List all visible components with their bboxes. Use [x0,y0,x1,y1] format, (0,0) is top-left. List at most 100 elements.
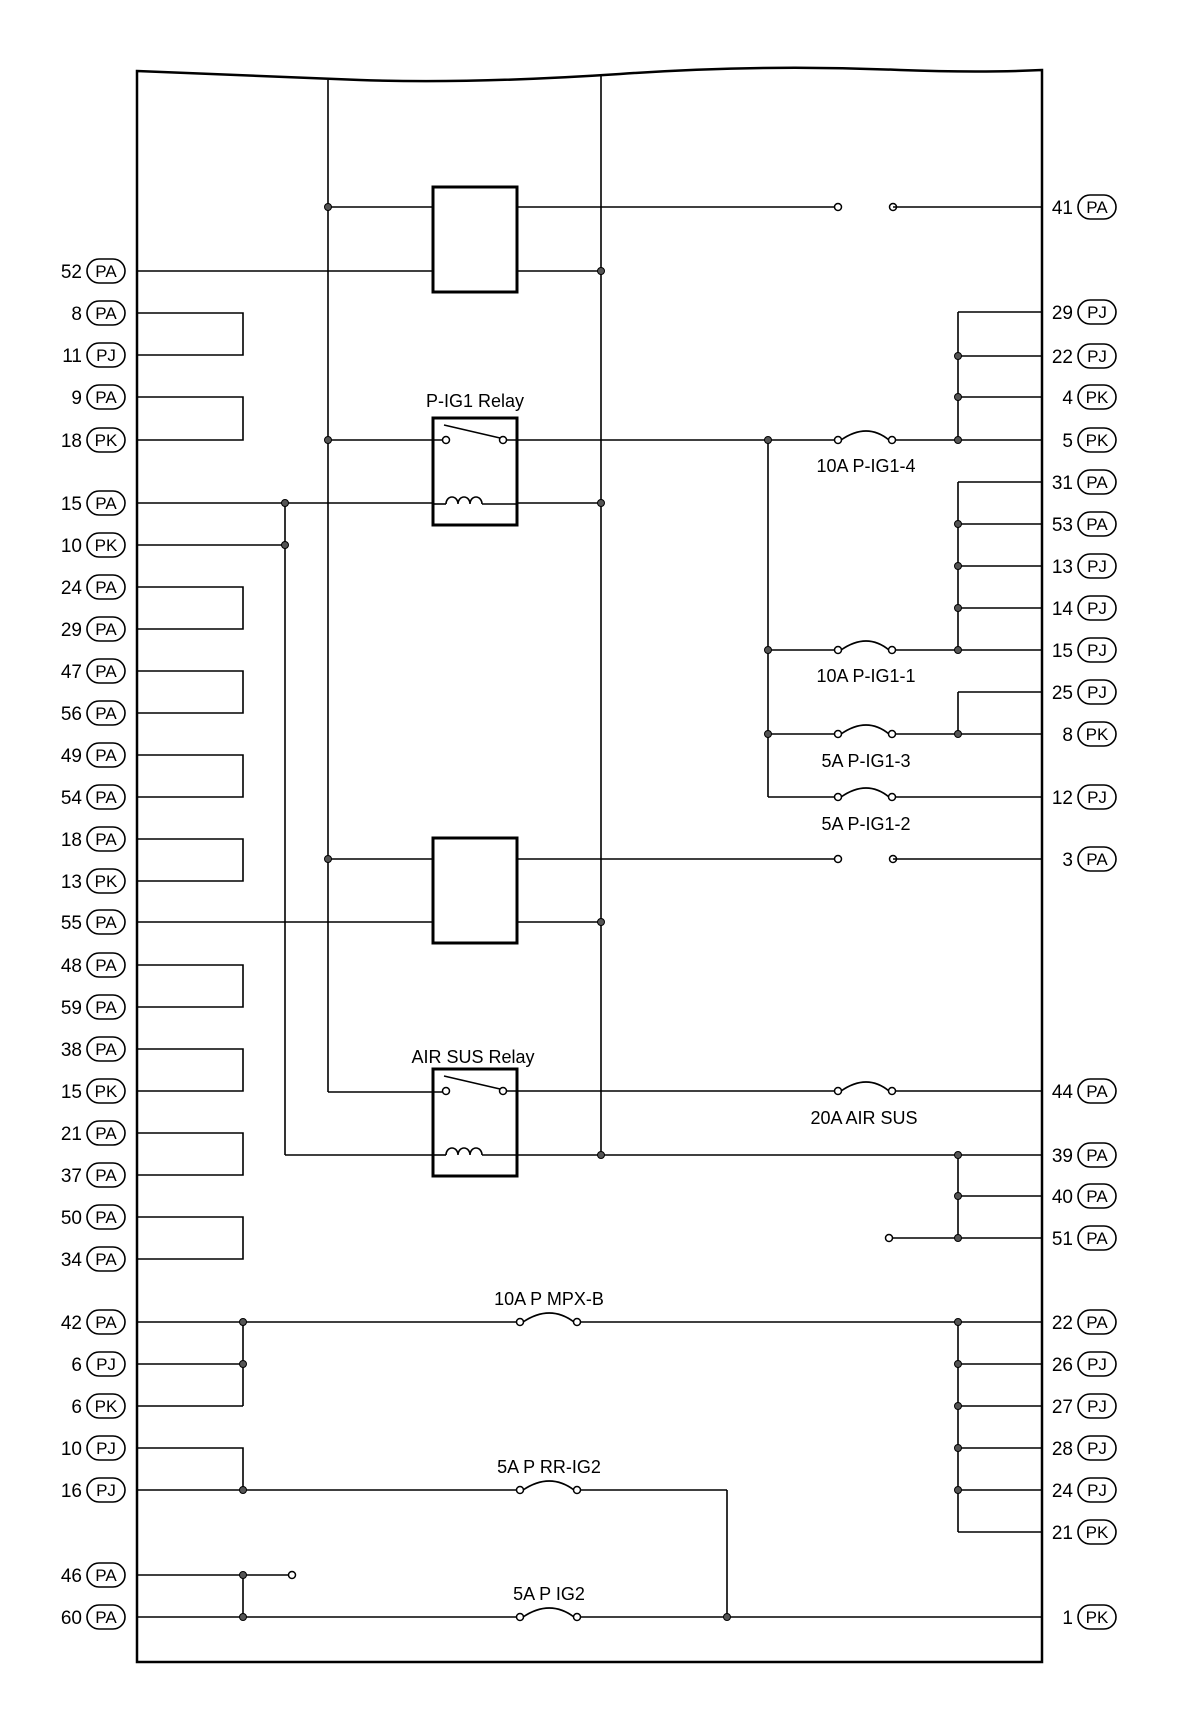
pin-number: 16 [61,1481,82,1502]
connector-id: PJ [1087,641,1107,660]
pin-number: 53 [1052,515,1073,536]
air-sus-relay-label: AIR SUS Relay [411,1047,534,1067]
pin-number: 18 [61,431,82,452]
connector-id: PJ [96,1481,116,1500]
connector-badge [86,784,126,810]
p-ig1-relay-box [431,416,519,527]
connector-id: PA [95,1124,117,1143]
pin-number: 38 [61,1040,82,1061]
fuse-label-5a-p-rr-ig2: 5A P RR-IG2 [497,1457,601,1477]
connector-badge [86,952,126,978]
connector-id: PJ [1087,1439,1107,1458]
left-pin-label: 16 PJ [61,1477,126,1503]
connector-badge [1077,846,1117,872]
connector-badge [1077,1435,1117,1461]
connector-badge [1077,384,1117,410]
connector-badge [86,1351,126,1377]
pin-number: 40 [1052,1187,1073,1208]
fuse-label-5a-p-ig1-2: 5A P-IG1-2 [821,814,910,834]
connector-badge [1077,1183,1117,1209]
pin-number: 50 [61,1208,82,1229]
connector-id: PJ [1087,1355,1107,1374]
connector-badge [86,427,126,453]
connector-id: PA [95,788,117,807]
connector-badge [86,490,126,516]
lower-relay-box [431,836,519,945]
left-pin-label: 38 PA [61,1036,126,1062]
connector-id: PA [95,746,117,765]
connector-id: PA [95,662,117,681]
pin-number: 60 [61,1608,82,1629]
upper-relay-box [431,185,519,294]
connector-badge [86,532,126,558]
connector-badge [1077,469,1117,495]
pin-number: 27 [1052,1397,1073,1418]
pin-number: 29 [1052,303,1073,324]
pin-number: 15 [1052,641,1073,662]
pin-number: 5 [1062,431,1073,452]
connector-badge [86,909,126,935]
pin-number: 24 [1052,1481,1074,1502]
air-sus-relay-coil [445,1147,483,1156]
connector-id: PA [95,998,117,1017]
connector-id: PA [95,262,117,281]
pin-number: 44 [1052,1082,1074,1103]
connector-id: PA [95,704,117,723]
connector-id: PA [95,620,117,639]
pin-number: 3 [1062,850,1073,871]
connector-badge [86,658,126,684]
connector-id: PK [1086,725,1109,744]
pin-number: 25 [1052,683,1073,704]
connector-id: PJ [1087,557,1107,576]
connector-id: PA [95,494,117,513]
pin-number: 56 [61,704,82,725]
connector-id: PA [95,388,117,407]
pin-number: 28 [1052,1439,1073,1460]
pin-number: 15 [61,494,82,515]
connector-badge [86,1393,126,1419]
connector-id: PK [1086,388,1109,407]
fuse-label-5a-p-ig1-3: 5A P-IG1-3 [821,751,910,771]
connector-id: PA [95,1040,117,1059]
connector-id: PA [1086,1229,1108,1248]
connector-badge [1077,784,1117,810]
left-pin-label: 47 PA [61,658,126,684]
connector-badge [86,1604,126,1630]
pin-number: 26 [1052,1355,1073,1376]
connector-badge [86,258,126,284]
connector-badge [1077,1078,1117,1104]
connector-badge [1077,679,1117,705]
pin-number: 1 [1062,1608,1073,1629]
connector-badge [86,700,126,726]
right-pin-label: 15 PJ [1052,637,1117,663]
connector-badge [1077,637,1117,663]
pin-number: 22 [1052,1313,1073,1334]
pin-number: 42 [61,1313,82,1334]
connector-id: PJ [1087,303,1107,322]
connector-badge [1077,1309,1117,1335]
pin-number: 47 [61,662,82,683]
